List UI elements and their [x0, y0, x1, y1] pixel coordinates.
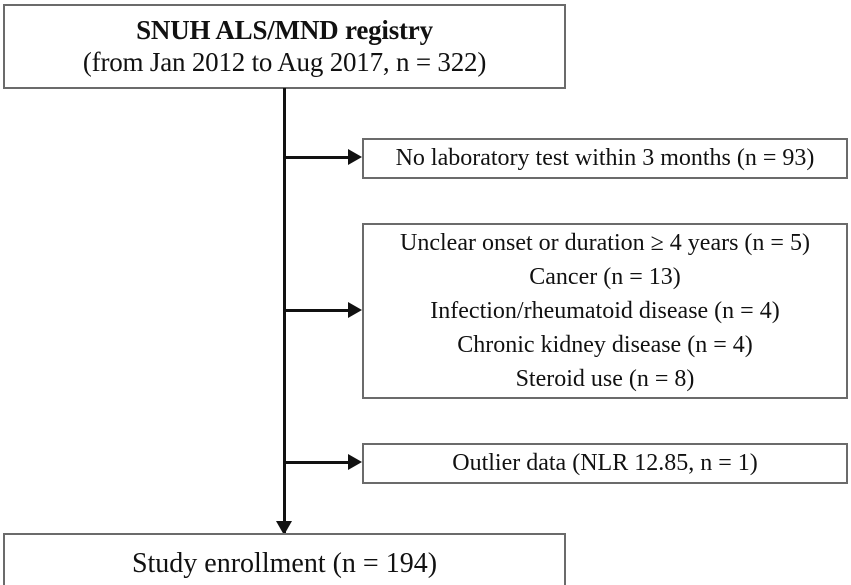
arrowhead-right-icon-laboratory	[348, 149, 362, 165]
branch-connector-outlier	[285, 461, 349, 464]
exclusion-line: Unclear onset or duration ≥ 4 years (n =…	[400, 229, 810, 256]
exclusion-line: Steroid use (n = 8)	[515, 366, 695, 393]
exclusion-line: Chronic kidney disease (n = 4)	[457, 332, 753, 359]
arrowhead-right-icon-comorbidity	[348, 302, 362, 318]
branch-connector-comorbidity	[285, 309, 349, 312]
exclusion-box-outlier: Outlier data (NLR 12.85, n = 1)	[362, 443, 848, 484]
registry-period-line: (from Jan 2012 to Aug 2017, n = 322)	[82, 46, 487, 77]
exclusion-box-laboratory: No laboratory test within 3 months (n = …	[362, 138, 848, 179]
branch-connector-laboratory	[285, 156, 349, 159]
exclusion-line: No laboratory test within 3 months (n = …	[395, 145, 815, 172]
exclusion-line: Infection/rheumatoid disease (n = 4)	[430, 297, 780, 324]
arrowhead-right-icon-outlier	[348, 454, 362, 470]
arrowhead-down-icon-enrollment	[276, 521, 292, 535]
final-enrollment-box: Study enrollment (n = 194)	[3, 533, 566, 585]
exclusion-line: Cancer (n = 13)	[529, 263, 681, 290]
registry-source-box: SNUH ALS/MND registry (from Jan 2012 to …	[3, 4, 566, 89]
exclusion-line: Outlier data (NLR 12.85, n = 1)	[452, 450, 758, 477]
registry-title-line: SNUH ALS/MND registry	[136, 14, 433, 45]
main-trunk-connector	[283, 88, 286, 534]
final-enrollment-label: Study enrollment (n = 194)	[131, 548, 438, 580]
exclusion-box-comorbidity: Unclear onset or duration ≥ 4 years (n =…	[362, 223, 848, 399]
